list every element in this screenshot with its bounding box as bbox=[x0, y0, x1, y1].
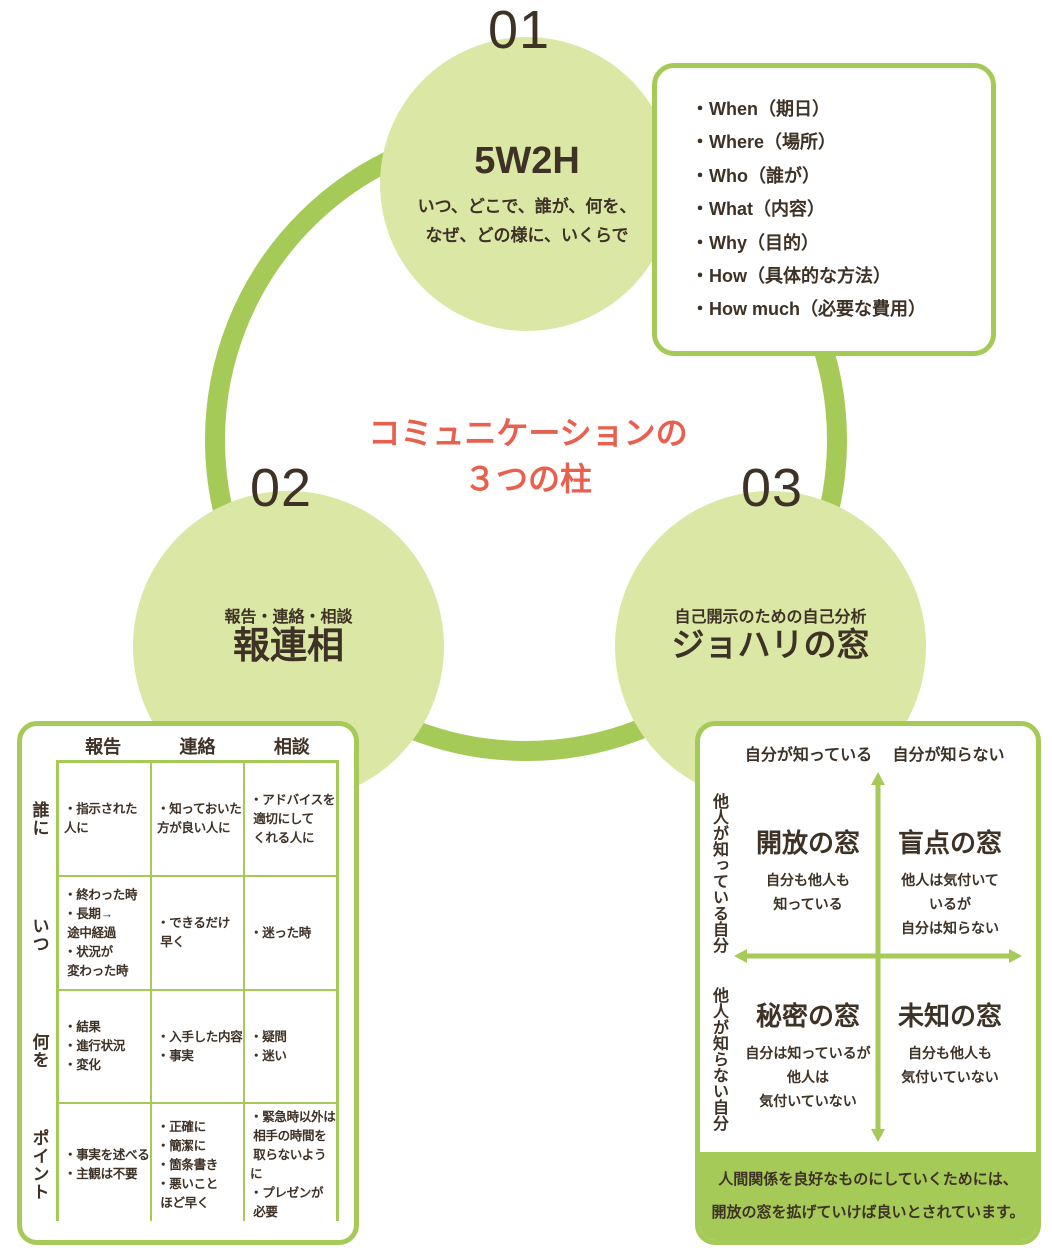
pillar-01-subtitle: いつ、どこで、誰が、何を、 なぜ、どの様に、いくらで bbox=[417, 197, 637, 245]
johari-footer-note: 人間関係を良好なものにしていくためには、 開放の窓を拡げていけば良いとされていま… bbox=[700, 1152, 1036, 1240]
johari-quadrant-hidden-title: 秘密の窓 bbox=[755, 1001, 860, 1031]
johari-quadrant-open-title: 開放の窓 bbox=[755, 828, 860, 858]
pillar-02-subtitle: 報告・連絡・相談 bbox=[224, 609, 353, 626]
hourensou-table-box: 報告 連絡 相談 誰に いつ 何を ポイント ・指示された 人に ・知っておいた… bbox=[17, 721, 359, 1245]
5w2h-item-why: ・Why（目的） bbox=[691, 232, 819, 253]
table-row-header-point: ポイント bbox=[29, 1128, 49, 1201]
table-cell: ・事実を述べる ・主観は不要 bbox=[59, 1104, 150, 1226]
table-cell: ・疑問 ・迷い bbox=[245, 991, 336, 1102]
main-title: コミュニケーションの ３つの柱 bbox=[368, 415, 688, 497]
pillar-03-title: ジョハリの窓 bbox=[671, 626, 870, 663]
table-row-header-column: 誰に いつ 何を ポイント bbox=[22, 760, 56, 1221]
table-cell: ・知っておいた 方が良い人に bbox=[152, 763, 243, 875]
table-column-header-renraku: 連絡 bbox=[179, 737, 216, 757]
johari-quadrant-unknown-title: 未知の窓 bbox=[897, 1001, 1002, 1031]
table-cell: ・迷った時 bbox=[245, 877, 336, 989]
pillar-01-circle bbox=[380, 37, 674, 331]
5w2h-item-what: ・What（内容） bbox=[691, 199, 825, 220]
5w2h-item-how: ・How（具体的な方法） bbox=[691, 266, 891, 287]
table-row-header-dareni: 誰に bbox=[29, 800, 49, 837]
johari-quadrant-open-desc: 自分も他人も 知っている bbox=[766, 872, 850, 912]
pillar-03-subtitle: 自己開示のための自己分析 bbox=[674, 609, 867, 626]
table-cell: ・緊急時以外は 相手の時間を 取らないように ・プレゼンが 必要 bbox=[245, 1104, 336, 1226]
johari-crosshair-axes bbox=[734, 772, 1022, 1142]
johari-row-header-unknown-to-others: 他人が知らない自分 bbox=[710, 987, 727, 1131]
johari-quadrant-blind-title: 盲点の窓 bbox=[897, 828, 1002, 858]
5w2h-item-howmuch: ・How much（必要な費用） bbox=[691, 299, 927, 320]
hourensou-grid: ・指示された 人に ・知っておいた 方が良い人に ・アドバイスを 適切にして く… bbox=[56, 760, 339, 1226]
table-header-row: 報告 連絡 相談 bbox=[56, 733, 339, 759]
johari-quadrant-blind-desc: 他人は気付いて いるが 自分は知らない bbox=[901, 872, 999, 936]
table-cell: ・正確に ・簡潔に ・箇条書き ・悪いこと ほど早く bbox=[152, 1104, 243, 1226]
johari-quadrant-blind: 盲点の窓 他人は気付いて いるが 自分は知らない bbox=[872, 826, 1028, 940]
table-column-header-soudan: 相談 bbox=[273, 737, 310, 757]
johari-quadrant-open: 開放の窓 自分も他人も 知っている bbox=[734, 826, 882, 916]
johari-quadrant-hidden: 秘密の窓 自分は知っているが 他人は 気付いていない bbox=[734, 999, 882, 1113]
table-cell: ・アドバイスを 適切にして くれる人に bbox=[245, 763, 336, 875]
table-cell: ・結果 ・進行状況 ・変化 bbox=[59, 991, 150, 1102]
5w2h-item-where: ・Where（場所） bbox=[691, 132, 837, 153]
pillar-02-title: 報連相 bbox=[233, 625, 344, 666]
table-cell: ・指示された 人に bbox=[59, 763, 150, 875]
table-cell: ・入手した内容 ・事実 bbox=[152, 991, 243, 1102]
pillar-02-number: 02 bbox=[249, 458, 313, 518]
johari-quadrant-unknown-desc: 自分も他人も 気付いていない bbox=[901, 1045, 999, 1085]
johari-column-header-unknown-to-self: 自分が知らない bbox=[892, 747, 1005, 764]
5w2h-detail-box: ・When（期日） ・Where（場所） ・Who（誰が） ・What（内容） … bbox=[652, 63, 996, 356]
table-cell: ・できるだけ 早く bbox=[152, 877, 243, 989]
pillar-01-title: 5W2H bbox=[474, 140, 580, 182]
5w2h-item-who: ・Who（誰が） bbox=[691, 165, 820, 186]
5w2h-item-when: ・When（期日） bbox=[691, 99, 830, 119]
johari-row-header-known-to-others: 他人が知っている自分 bbox=[710, 793, 727, 953]
table-row-header-naniwo: 何を bbox=[29, 1032, 49, 1069]
pillar-03-number: 03 bbox=[740, 458, 804, 518]
johari-window-box: 自分が知っている 自分が知らない 他人が知っている自分 他人が知らない自分 開放… bbox=[695, 721, 1041, 1245]
table-cell: ・終わった時 ・長期→ 途中経過 ・状況が 変わった時 bbox=[59, 877, 150, 989]
table-row-header-itsu: いつ bbox=[29, 917, 49, 953]
pillar-01-number: 01 bbox=[487, 0, 551, 60]
johari-quadrant-hidden-desc: 自分は知っているが 他人は 気付いていない bbox=[745, 1045, 871, 1109]
5w2h-item-list: ・When（期日） ・Where（場所） ・Who（誰が） ・What（内容） … bbox=[657, 68, 991, 327]
johari-quadrant-unknown: 未知の窓 自分も他人も 気付いていない bbox=[872, 999, 1028, 1089]
table-column-header-houkoku: 報告 bbox=[85, 737, 122, 757]
johari-column-header-known-to-self: 自分が知っている bbox=[744, 747, 873, 764]
